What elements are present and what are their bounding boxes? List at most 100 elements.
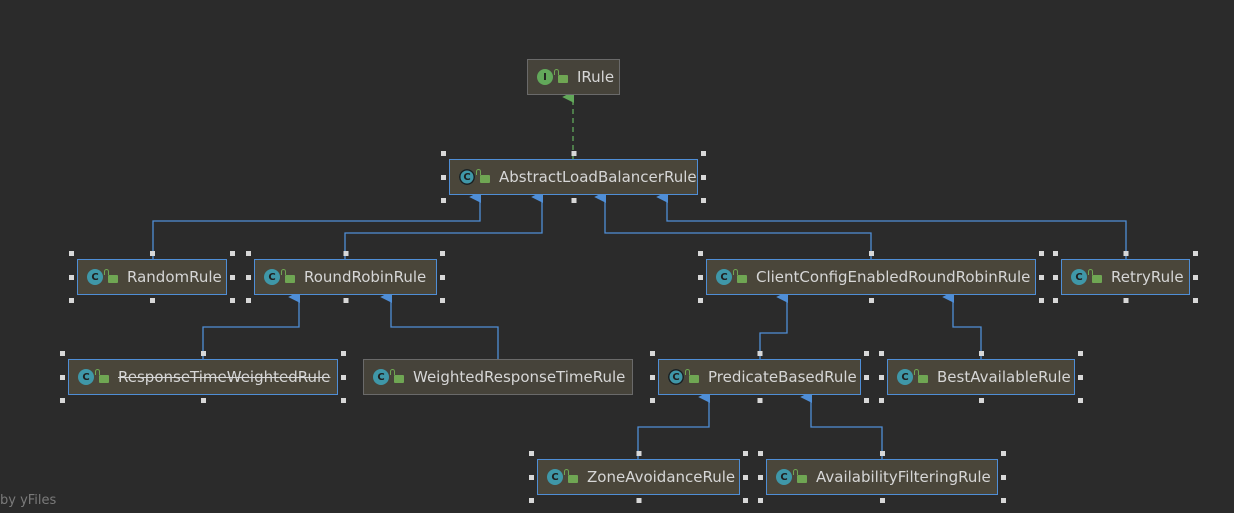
selection-handle[interactable] [440, 298, 445, 303]
selection-handle[interactable] [1078, 375, 1083, 380]
selection-handle[interactable] [343, 251, 349, 256]
selection-handle[interactable] [650, 398, 655, 403]
selection-handle[interactable] [571, 151, 577, 156]
selection-handle[interactable] [1078, 398, 1083, 403]
selection-handle[interactable] [440, 275, 445, 280]
selection-handle[interactable] [201, 398, 206, 403]
selection-handle[interactable] [698, 298, 703, 303]
selection-handle[interactable] [743, 475, 748, 480]
selection-handle[interactable] [1078, 351, 1083, 356]
selection-handle[interactable] [1053, 275, 1058, 280]
selection-handle[interactable] [150, 251, 155, 256]
selection-handle[interactable] [880, 451, 885, 456]
selection-handle[interactable] [246, 251, 251, 256]
class-icon: C [1071, 269, 1087, 285]
selection-handle[interactable] [758, 498, 763, 503]
selection-handle[interactable] [341, 351, 346, 356]
selection-handle[interactable] [60, 351, 65, 356]
selection-handle[interactable] [864, 375, 869, 380]
selection-handle[interactable] [150, 298, 155, 303]
selection-handle[interactable] [650, 375, 655, 380]
selection-handle[interactable] [698, 275, 703, 280]
selection-handle[interactable] [529, 475, 534, 480]
selection-handle[interactable] [758, 475, 763, 480]
selection-handle[interactable] [529, 451, 534, 456]
selection-handle[interactable] [246, 298, 251, 303]
selection-handle[interactable] [69, 298, 74, 303]
selection-handle[interactable] [1001, 475, 1006, 480]
selection-handle[interactable] [864, 351, 869, 356]
extends-edge-rtwr-to-roundrobin [202, 291, 301, 359]
selection-handle[interactable] [60, 398, 65, 403]
selection-handle[interactable] [869, 251, 874, 256]
public-access-icon [914, 369, 928, 383]
selection-handle[interactable] [701, 198, 706, 203]
selection-handle[interactable] [636, 498, 642, 503]
selection-handle[interactable] [757, 398, 763, 403]
selection-handle[interactable] [880, 498, 885, 503]
selection-handle[interactable] [201, 351, 206, 356]
selection-handle[interactable] [1039, 298, 1044, 303]
selection-handle[interactable] [440, 251, 445, 256]
selection-handle[interactable] [1053, 298, 1058, 303]
selection-handle[interactable] [441, 198, 446, 203]
selection-handle[interactable] [571, 198, 577, 203]
selection-handle[interactable] [869, 298, 874, 303]
selection-handle[interactable] [1193, 298, 1198, 303]
selection-handle[interactable] [879, 375, 884, 380]
selection-handle[interactable] [1053, 251, 1058, 256]
class-icon: C [373, 369, 389, 385]
extends-edge-random-to-ablr [152, 191, 482, 259]
selection-handle[interactable] [757, 351, 763, 356]
selection-handle[interactable] [230, 251, 235, 256]
selection-handle[interactable] [636, 451, 642, 456]
selection-handle[interactable] [758, 451, 763, 456]
selection-handle[interactable] [979, 351, 984, 356]
selection-handle[interactable] [69, 251, 74, 256]
class-icon: C [87, 269, 103, 285]
node-label: ClientConfigEnabledRoundRobinRule [756, 268, 1031, 286]
selection-handle[interactable] [441, 175, 446, 180]
selection-handle[interactable] [69, 275, 74, 280]
selection-handle[interactable] [701, 175, 706, 180]
selection-handle[interactable] [341, 398, 346, 403]
selection-handle[interactable] [1193, 251, 1198, 256]
selection-handle[interactable] [230, 275, 235, 280]
selection-handle[interactable] [441, 151, 446, 156]
selection-handle[interactable] [979, 398, 984, 403]
selection-handle[interactable] [529, 498, 534, 503]
selection-handle[interactable] [341, 375, 346, 380]
selection-handle[interactable] [743, 498, 748, 503]
selection-handle[interactable] [698, 251, 703, 256]
selection-handle[interactable] [1001, 498, 1006, 503]
selection-handle[interactable] [60, 375, 65, 380]
selection-handle[interactable] [1001, 451, 1006, 456]
selection-handle[interactable] [879, 351, 884, 356]
selection-handle[interactable] [1123, 251, 1129, 256]
selection-handle[interactable] [246, 275, 251, 280]
selection-handle[interactable] [1193, 275, 1198, 280]
selection-handle[interactable] [1123, 298, 1129, 303]
selection-handle[interactable] [879, 398, 884, 403]
selection-handle[interactable] [701, 151, 706, 156]
selection-handle[interactable] [1039, 251, 1044, 256]
selection-handle[interactable] [743, 451, 748, 456]
selection-handle[interactable] [1039, 275, 1044, 280]
selection-handle[interactable] [230, 298, 235, 303]
selection-handle[interactable] [343, 298, 349, 303]
selection-handle[interactable] [650, 351, 655, 356]
selection-handle[interactable] [864, 398, 869, 403]
